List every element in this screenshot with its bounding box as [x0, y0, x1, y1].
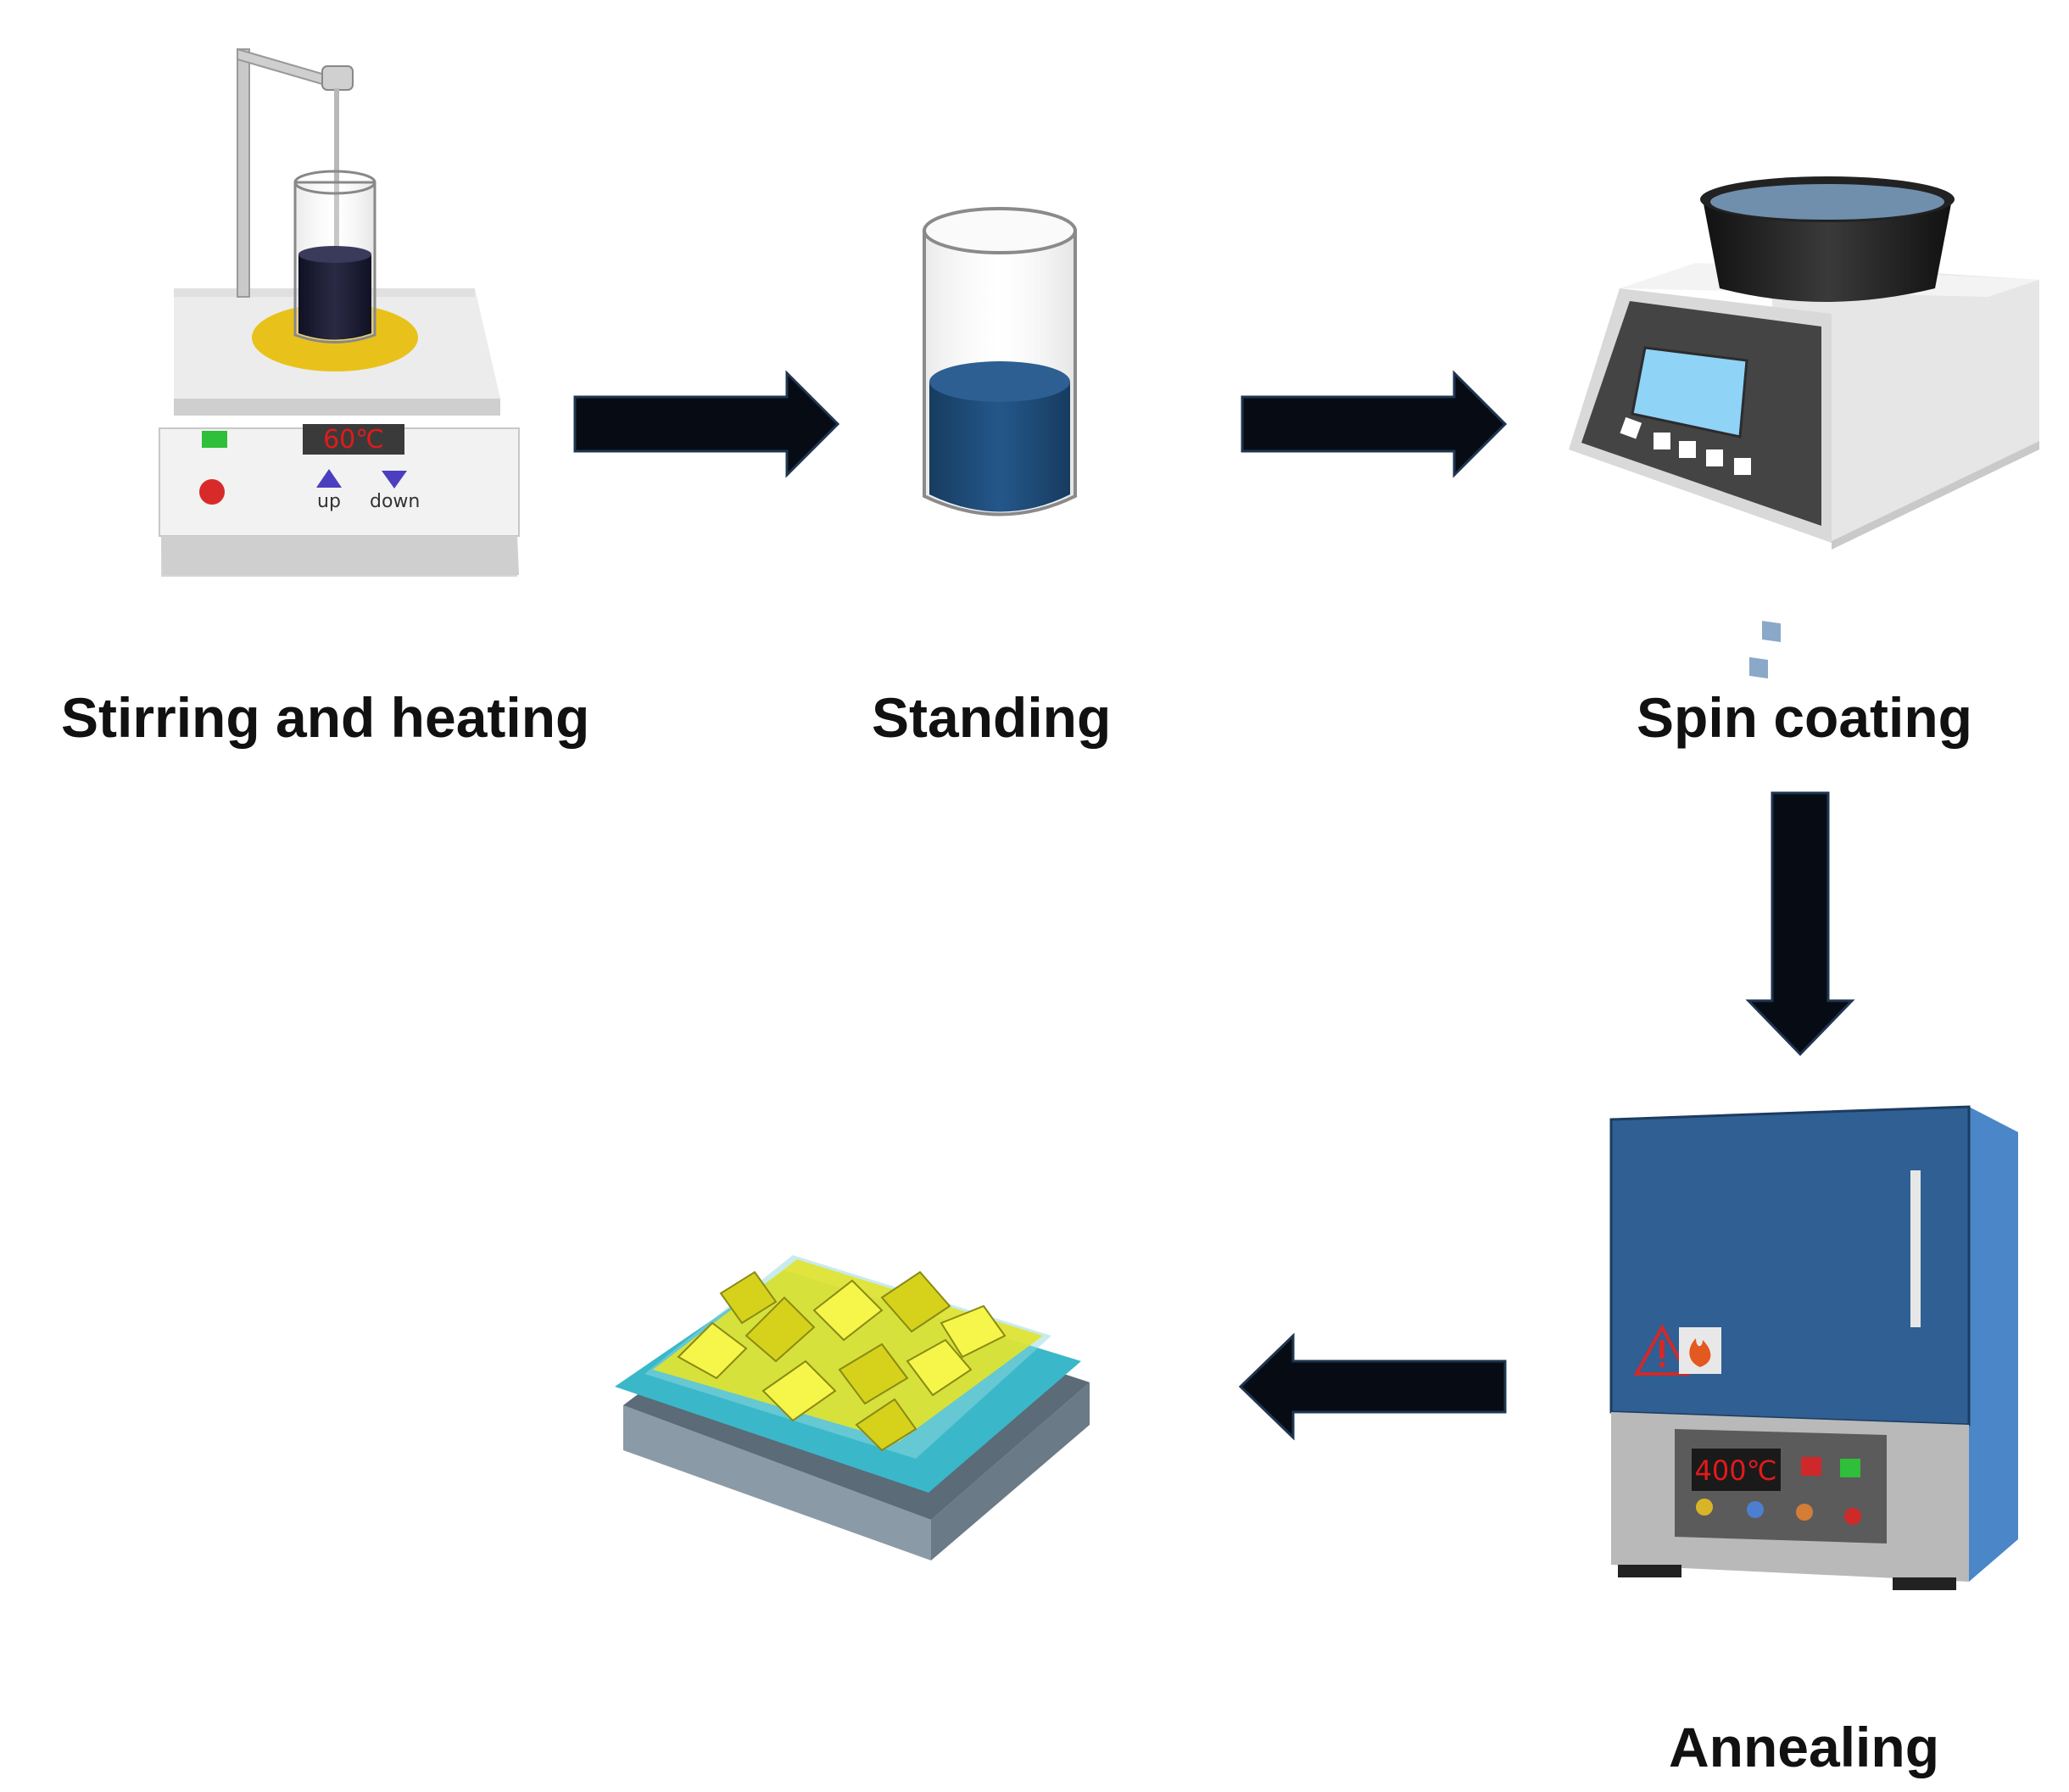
standing-beaker [923, 207, 1077, 516]
furnace-display [1692, 1449, 1781, 1491]
label-spin-coating: Spin coating [1637, 686, 1972, 749]
up-arrow-icon[interactable] [316, 469, 342, 488]
temperature-display [303, 424, 404, 455]
power-button[interactable] [199, 479, 225, 505]
flame-icon [1679, 1327, 1721, 1374]
arrow-down [1745, 791, 1855, 1057]
stand-pole [237, 48, 250, 298]
furnace: 400℃ [1609, 1105, 2018, 1590]
panel-button[interactable] [1654, 433, 1670, 449]
beaker [293, 170, 376, 343]
furnace-display-text: 400℃ [1694, 1454, 1776, 1487]
spin-coater [1569, 176, 2039, 679]
panel-button[interactable] [1734, 458, 1751, 475]
temperature-display-text: 60℃ [323, 425, 384, 455]
label-standing: Standing [872, 686, 1112, 749]
spin-bowl [1710, 184, 1944, 220]
panel-button[interactable] [1762, 621, 1781, 643]
warning-icon [1633, 1323, 1691, 1376]
indicator-blue [1747, 1501, 1764, 1518]
panel-button[interactable] [1679, 441, 1696, 458]
power-indicator [202, 431, 227, 448]
up-label: up [317, 491, 341, 512]
down-label: down [370, 491, 420, 512]
indicator-orange [1796, 1504, 1813, 1521]
panel-button[interactable] [1749, 656, 1768, 679]
hotplate-stirrer: 60℃ up down [159, 47, 520, 577]
nanosheet-film [653, 1259, 1043, 1452]
arrow-left [1238, 1332, 1507, 1441]
label-stirring-and-heating: Stirring and heating [61, 686, 590, 749]
stop-button[interactable] [1801, 1457, 1821, 1476]
arrow-right-2 [1241, 370, 1508, 478]
indicator-yellow [1696, 1499, 1713, 1516]
coated-substrate [615, 1255, 1090, 1560]
door-handle[interactable] [1910, 1170, 1921, 1327]
lcd-screen [1631, 346, 1748, 438]
panel-button[interactable] [1706, 449, 1723, 466]
arrow-right-1 [573, 370, 840, 478]
start-button[interactable] [1840, 1459, 1860, 1477]
down-arrow-icon[interactable] [382, 471, 407, 488]
panel-button[interactable] [1620, 416, 1642, 439]
indicator-red [1844, 1508, 1861, 1525]
label-annealing: Annealing [1669, 1716, 1940, 1778]
